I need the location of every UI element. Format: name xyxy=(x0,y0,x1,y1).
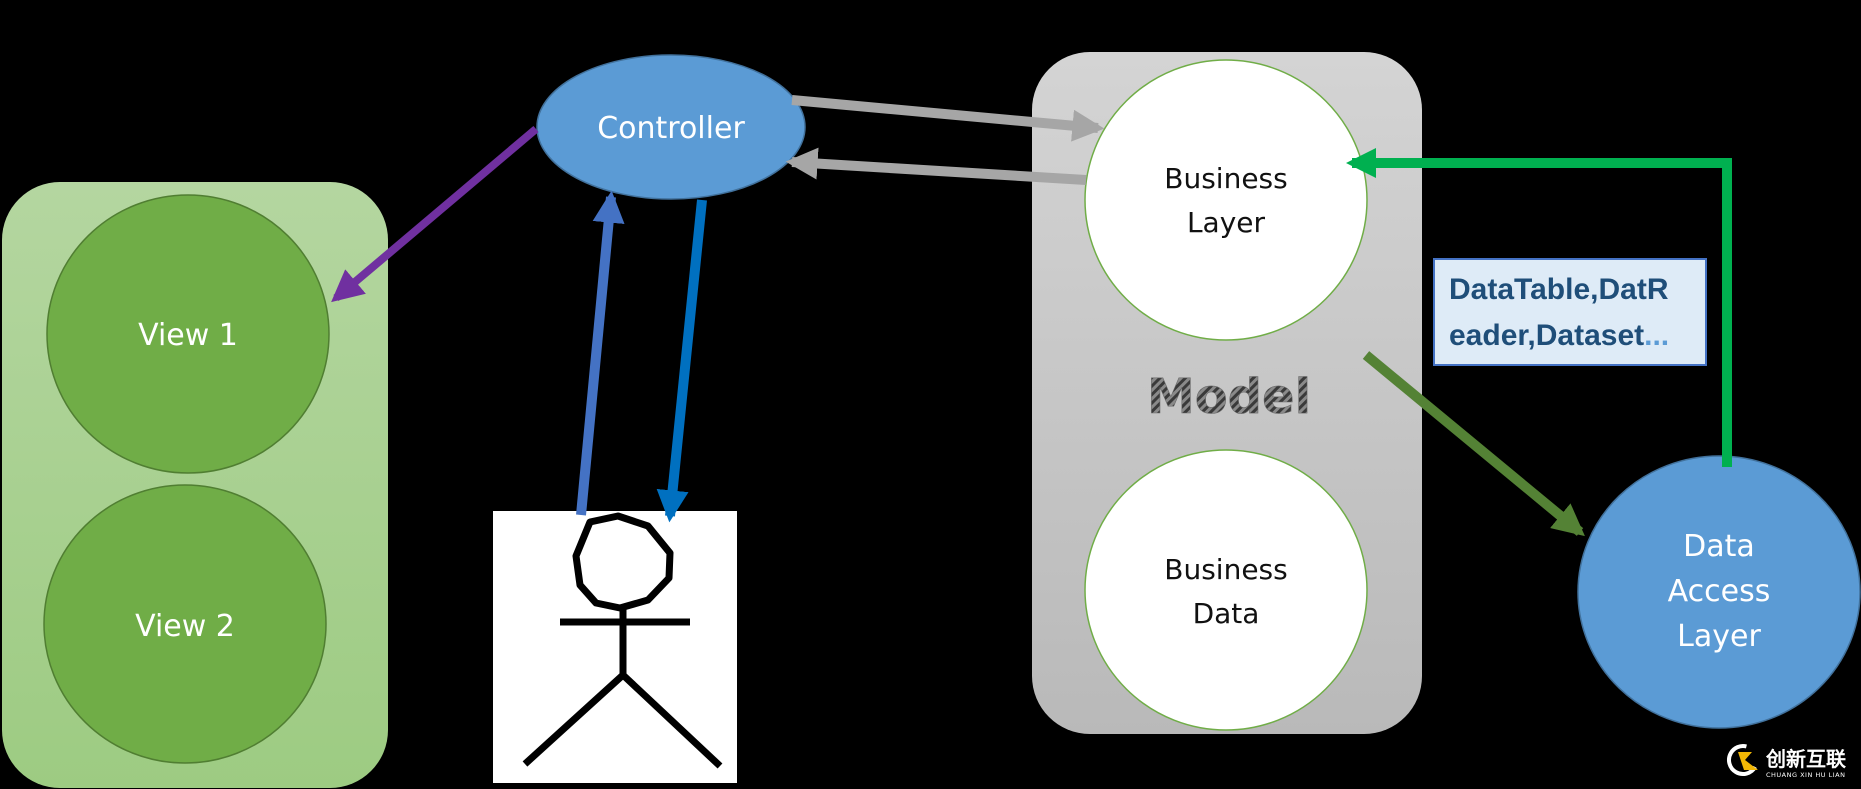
edge-controller-to-user[interactable] xyxy=(656,199,707,523)
dal-label-line1: Data xyxy=(1683,529,1755,564)
brand-name-cn: 创新互联 xyxy=(1765,747,1846,771)
views-container: View 1 View 2 xyxy=(2,182,388,788)
note-ellipsis: ... xyxy=(1644,319,1669,352)
model-label: Model xyxy=(1147,369,1311,425)
business-layer-label-line1: Business xyxy=(1164,162,1287,195)
business-layer-node[interactable]: Business Layer xyxy=(1084,59,1368,341)
business-layer-label-line2: Layer xyxy=(1187,206,1266,239)
edge-business-layer-to-dal[interactable] xyxy=(1362,351,1585,537)
business-data-label-line2: Data xyxy=(1193,597,1260,630)
view1-label: View 1 xyxy=(138,318,238,353)
edge-business-layer-to-controller[interactable] xyxy=(785,147,1087,185)
dal-label-line2: Access xyxy=(1668,574,1771,609)
data-access-layer-node[interactable]: Data Access Layer xyxy=(1577,455,1861,729)
edge-user-to-controller[interactable] xyxy=(576,190,625,516)
model-container: Model Business Layer Business Data xyxy=(1032,52,1422,734)
view2-label: View 2 xyxy=(135,609,235,644)
data-objects-note: DataTable,DatR eader,Dataset... xyxy=(1433,258,1707,366)
user-actor[interactable] xyxy=(493,511,737,783)
brand-logo-icon xyxy=(1727,744,1759,776)
controller-label: Controller xyxy=(597,111,745,146)
note-line2-text: eader,Dataset xyxy=(1449,319,1644,352)
edges xyxy=(331,95,1732,537)
brand-name-en: CHUANG XIN HU LIAN xyxy=(1766,771,1845,779)
note-line1: DataTable,DatR xyxy=(1449,273,1669,306)
business-data-node[interactable]: Business Data xyxy=(1084,449,1368,731)
dal-label-line3: Layer xyxy=(1677,619,1761,654)
note-line2: eader,Dataset... xyxy=(1449,319,1669,352)
user-icon xyxy=(522,512,723,769)
edge-controller-to-business-layer[interactable] xyxy=(791,95,1105,142)
business-data-label-line1: Business xyxy=(1164,553,1287,586)
view1-node[interactable]: View 1 xyxy=(46,194,330,474)
controller-node[interactable]: Controller xyxy=(536,54,806,200)
brand-watermark: 创新互联 CHUANG XIN HU LIAN xyxy=(1727,744,1846,779)
edge-dal-to-business-layer[interactable] xyxy=(1346,148,1732,467)
edge-controller-to-view1[interactable] xyxy=(331,125,539,303)
view2-node[interactable]: View 2 xyxy=(43,484,327,764)
